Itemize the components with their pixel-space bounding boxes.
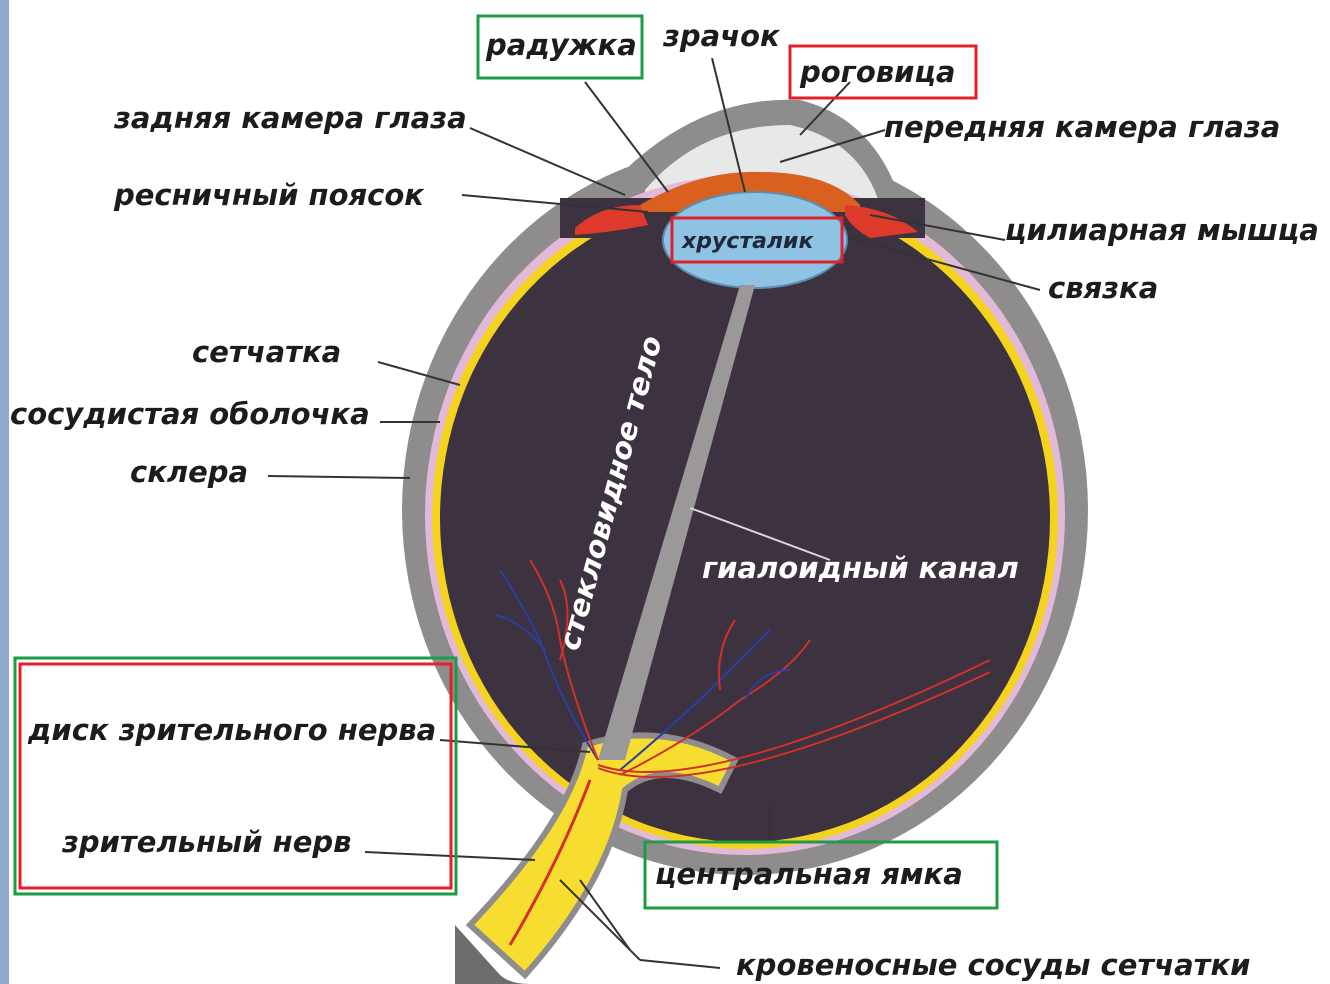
- label-resnichny-poyasok: ресничный поясок: [113, 178, 425, 212]
- label-zritelny-nerv: зрительный нерв: [61, 825, 351, 859]
- label-zadnyaya-kamera: задняя камера глаза: [113, 101, 467, 135]
- label-raduzhka: радужка: [485, 28, 637, 62]
- label-sosudistaya: сосудистая оболочка: [10, 397, 370, 431]
- label-setchatka: сетчатка: [192, 335, 341, 369]
- label-khrustalik: хрусталик: [681, 229, 814, 254]
- label-disk-nerva: диск зрительного нерва: [27, 713, 436, 747]
- label-sklera: склера: [130, 455, 248, 489]
- label-svyazka: связка: [1048, 271, 1158, 305]
- label-rogovitsa: роговица: [799, 55, 956, 89]
- label-tsiliarnaya-myshtsa: цилиарная мышца: [1005, 213, 1319, 247]
- label-krovenosnye: кровеносные сосуды сетчатки: [736, 948, 1250, 982]
- label-gialoidny: гиалоидный канал: [702, 551, 1019, 585]
- label-tsentralnaya-yamka: центральная ямка: [655, 857, 963, 891]
- label-zrachok: зрачок: [662, 19, 781, 53]
- label-perednyaya-kamera: передняя камера глаза: [884, 110, 1280, 144]
